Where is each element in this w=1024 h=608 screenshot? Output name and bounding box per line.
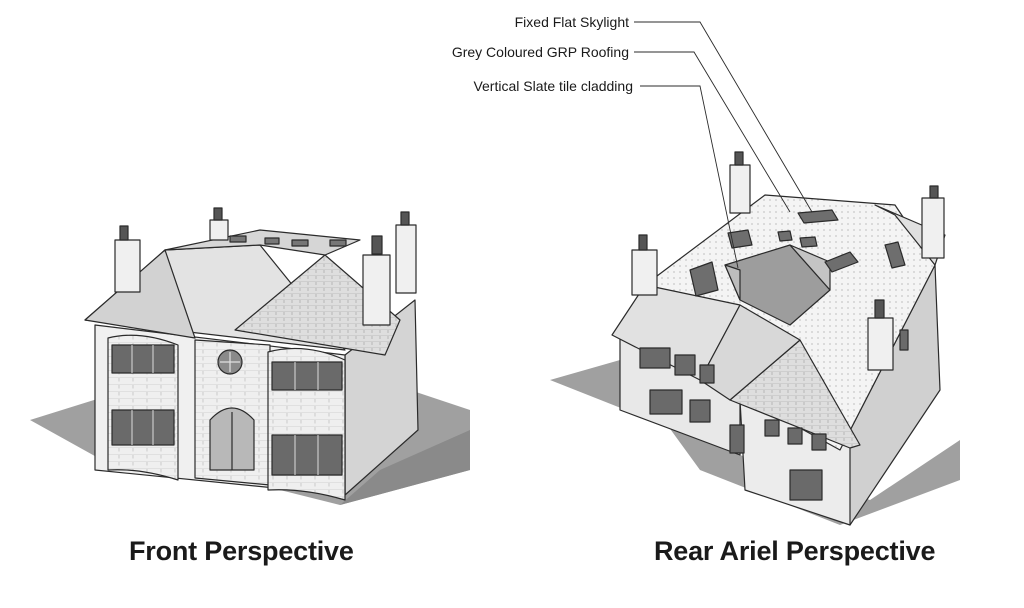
- front-perspective-drawing: [30, 207, 470, 505]
- callout-grp-roofing: Grey Coloured GRP Roofing: [451, 44, 629, 60]
- rear-perspective-drawing: [550, 151, 960, 526]
- callout-leaders: [634, 21, 813, 269]
- front-hip-roof: [234, 254, 401, 356]
- callout-slate-cladding: Vertical Slate tile cladding: [473, 78, 633, 94]
- rear-shadow: [550, 360, 960, 525]
- skylight-group: [689, 209, 906, 297]
- caption-rear-perspective: Rear Ariel Perspective: [654, 536, 936, 566]
- leader-fixed-flat-skylight: [634, 21, 813, 213]
- leader-slate-cladding: [640, 85, 739, 269]
- leader-grp-roofing: [634, 51, 791, 213]
- callout-fixed-flat-skylight: Fixed Flat Skylight: [514, 14, 629, 30]
- caption-front-perspective: Front Perspective: [129, 536, 354, 566]
- fixed-flat-skylight: [797, 209, 839, 224]
